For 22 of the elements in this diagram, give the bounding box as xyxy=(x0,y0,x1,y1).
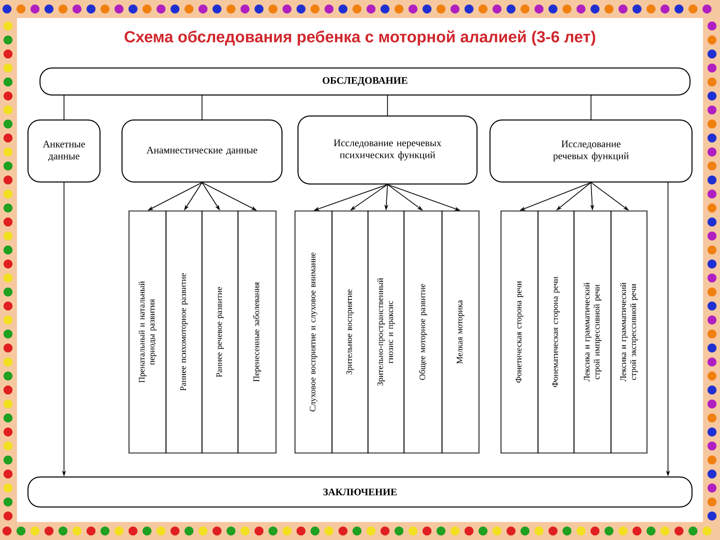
item-column: Фонематическая сторона речи xyxy=(538,210,574,454)
item-column: Зрительное восприятие xyxy=(332,210,368,454)
connector-line xyxy=(387,95,388,116)
section-box: Исследование речевых функций xyxy=(490,120,692,182)
section-box: Анамнестические данные xyxy=(122,120,282,182)
item-column: Перенесенные заболевания xyxy=(238,210,276,454)
title: Схема обследования ребенка с моторной алалией (3-6 лет) xyxy=(124,30,596,46)
section-box: Исследование неречевых психических функций xyxy=(298,116,478,184)
item-column: Слуховое восприятие и слуховое внимание xyxy=(294,210,332,454)
section-box: Анкетные данные xyxy=(28,120,100,182)
item-column: Раннее речевое развитие xyxy=(202,210,238,454)
stage-box: ОБСЛЕДОВАНИЕ xyxy=(40,68,690,96)
item-column: Пренатальный и натальный периоды развития xyxy=(128,210,166,454)
item-column: Мелкая моторика xyxy=(442,210,480,454)
item-column: Зрительно-пространственный гнозис и праксис xyxy=(368,210,404,454)
item-column: Раннее психомоторное развитие xyxy=(166,210,202,454)
item-column: Лексика и грамматический строй экспрессивной речи xyxy=(610,210,648,454)
item-column: Лексика и грамматический строй импрессивной речи xyxy=(574,210,612,454)
item-column: Фонетическая сторона речи xyxy=(500,210,538,454)
item-column: Общее моторное развитие xyxy=(404,210,442,454)
stage-box: ЗАКЛЮЧЕНИЕ xyxy=(28,476,692,508)
connector-line xyxy=(590,95,592,120)
